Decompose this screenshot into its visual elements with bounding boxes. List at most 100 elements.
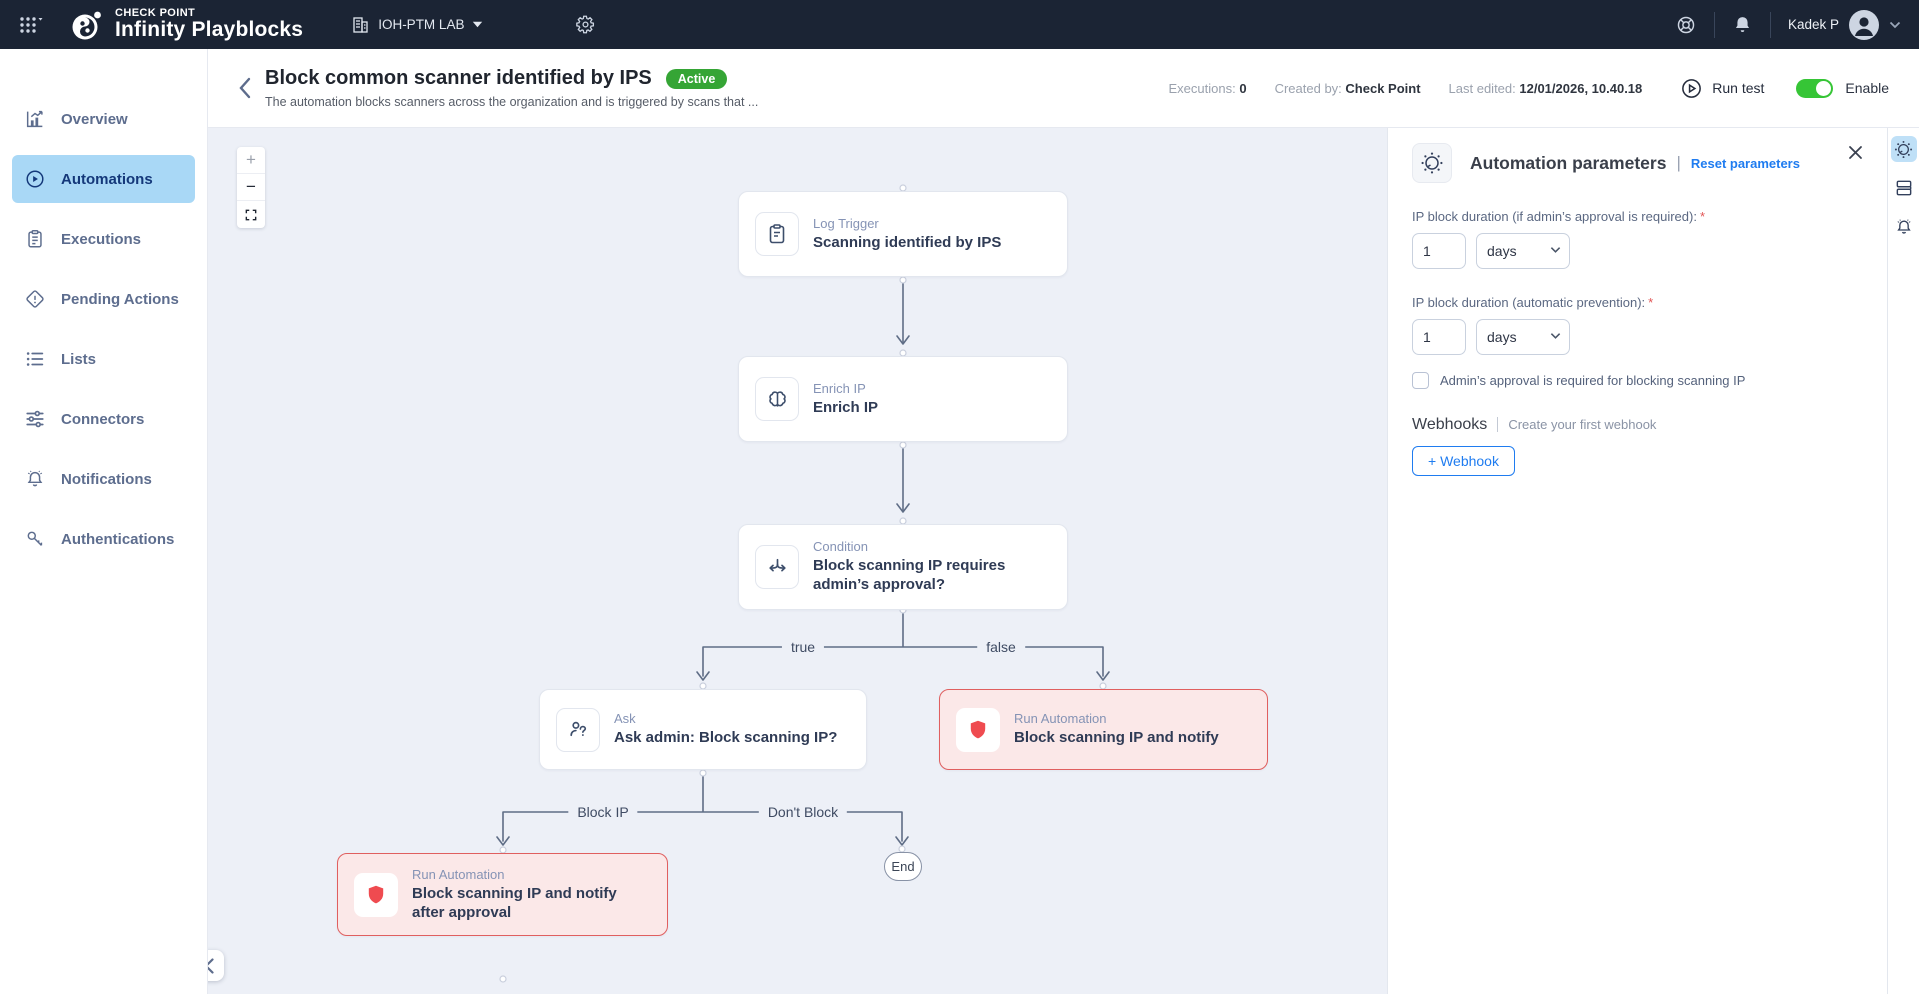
topbar: CHECK POINT Infinity Playblocks IOH-PTM … (0, 0, 1919, 49)
webhooks-hint: Create your first webhook (1497, 417, 1656, 432)
apps-grid-button[interactable] (18, 15, 44, 35)
flow-canvas[interactable]: + − (208, 128, 1387, 994)
sidebar-item-authentications[interactable]: Authentications (12, 515, 195, 563)
user-chevron-down-icon (1889, 21, 1901, 29)
clipboard-icon (765, 222, 789, 246)
play-icon (1680, 77, 1703, 100)
zoom-out-button[interactable]: − (237, 174, 265, 201)
node-type-label: Condition (813, 539, 1051, 554)
status-badge: Active (666, 69, 728, 89)
node-type-label: Enrich IP (813, 381, 878, 396)
node-log-trigger[interactable]: Log Trigger Scanning identified by IPS (738, 191, 1068, 277)
key-icon (24, 528, 46, 550)
add-webhook-button[interactable]: + Webhook (1412, 446, 1515, 476)
field-label-approval-duration: IP block duration (if admin’s approval i… (1412, 209, 1863, 224)
sidebar-item-pending-actions[interactable]: Pending Actions (12, 275, 195, 323)
user-name: Kadek P (1788, 17, 1839, 32)
bell-icon (1732, 14, 1753, 35)
building-icon (351, 15, 370, 34)
node-enrich-ip[interactable]: Enrich IP Enrich IP (738, 356, 1068, 442)
page-header: Block common scanner identified by IPS A… (208, 49, 1919, 128)
required-mark: * (1700, 209, 1705, 224)
executions-stat: Executions: 0 (1169, 81, 1247, 96)
branch-icon (765, 555, 790, 580)
last-edited-stat: Last edited: 12/01/2026, 10.40.18 (1449, 81, 1643, 96)
run-test-button[interactable]: Run test (1680, 77, 1764, 100)
close-panel-button[interactable] (1848, 145, 1863, 160)
person-question-icon (566, 717, 591, 742)
sidebar-item-overview[interactable]: Overview (12, 95, 195, 143)
automation-parameters-panel: Automation parameters | Reset parameters… (1387, 128, 1887, 994)
node-title: Block scanning IP requires admin’s appro… (813, 557, 1051, 595)
global-settings-button[interactable] (575, 14, 596, 35)
collapse-sidebar-button[interactable] (208, 950, 224, 981)
node-title: Block scanning IP and notify (1014, 729, 1219, 748)
stages-tab[interactable] (1891, 175, 1917, 201)
sidebar-item-executions[interactable]: Executions (12, 215, 195, 263)
webhooks-title: Webhooks (1412, 416, 1487, 434)
enable-label: Enable (1845, 80, 1889, 96)
close-icon (1848, 145, 1863, 160)
node-ask[interactable]: Ask Ask admin: Block scanning IP? (539, 689, 867, 770)
edge-label-dont-block: Don't Block (759, 804, 847, 820)
node-run-automation-after-approval[interactable]: Run Automation Block scanning IP and not… (337, 853, 668, 936)
shield-icon (364, 883, 388, 907)
duration-approval-unit-select[interactable]: days (1476, 233, 1570, 269)
node-title: Block scanning IP and notify after appro… (412, 885, 651, 923)
layout-stages-icon (1894, 178, 1914, 198)
user-menu[interactable]: Kadek P (1788, 10, 1901, 40)
enable-toggle[interactable] (1796, 79, 1833, 98)
chevron-left-icon (208, 958, 214, 974)
node-title: Scanning identified by IPS (813, 234, 1001, 253)
parameters-icon (1419, 150, 1445, 176)
play-circle-icon (24, 168, 46, 190)
right-toolbar (1887, 128, 1919, 994)
bell-ring-icon (24, 468, 46, 490)
sidebar-item-connectors[interactable]: Connectors (12, 395, 195, 443)
tenant-selector[interactable]: IOH-PTM LAB (351, 15, 483, 34)
back-button[interactable] (238, 77, 251, 99)
node-type-label: Run Automation (412, 867, 651, 882)
node-type-label: Ask (614, 711, 837, 726)
node-title: Enrich IP (813, 399, 878, 418)
diamond-alert-icon (24, 288, 46, 310)
chart-icon (24, 108, 46, 130)
lifebuoy-icon (1675, 14, 1697, 36)
help-button[interactable] (1675, 14, 1697, 36)
reset-parameters-link[interactable]: Reset parameters (1691, 156, 1800, 171)
notifications-button[interactable] (1732, 14, 1753, 35)
parameters-icon (1893, 139, 1914, 160)
panel-title: Automation parameters (1470, 153, 1666, 174)
page-title: Block common scanner identified by IPS (265, 67, 652, 90)
sidebar-item-lists[interactable]: Lists (12, 335, 195, 383)
gear-icon (575, 14, 596, 35)
zoom-controls: + − (237, 147, 265, 228)
sidebar-item-automations[interactable]: Automations (12, 155, 195, 203)
duration-auto-input[interactable] (1412, 319, 1466, 355)
admin-approval-checkbox-label: Admin’s approval is required for blockin… (1440, 373, 1745, 388)
admin-approval-checkbox[interactable] (1412, 372, 1429, 389)
duration-auto-unit-select[interactable]: days (1476, 319, 1570, 355)
bell-ring-icon (1894, 217, 1914, 237)
node-type-label: Run Automation (1014, 711, 1219, 726)
edge-label-block-ip: Block IP (568, 804, 637, 820)
duration-approval-input[interactable] (1412, 233, 1466, 269)
parameters-tab[interactable] (1891, 136, 1917, 162)
brain-icon (765, 387, 790, 412)
node-run-automation-notify[interactable]: Run Automation Block scanning IP and not… (939, 689, 1268, 770)
tenant-label: IOH-PTM LAB (378, 17, 464, 32)
end-node[interactable]: End (884, 852, 922, 881)
chevron-left-icon (238, 77, 251, 99)
apps-grid-icon (18, 15, 44, 35)
chevron-down-icon (472, 21, 483, 28)
sidebar-item-notifications[interactable]: Notifications (12, 455, 195, 503)
page-description: The automation blocks scanners across th… (265, 95, 758, 109)
zoom-in-button[interactable]: + (237, 147, 265, 174)
node-condition[interactable]: Condition Block scanning IP requires adm… (738, 524, 1068, 610)
field-label-auto-duration: IP block duration (automatic prevention)… (1412, 295, 1863, 310)
shield-icon (966, 718, 990, 742)
fullscreen-button[interactable] (237, 201, 265, 228)
alerts-tab[interactable] (1891, 214, 1917, 240)
clipboard-icon (24, 228, 46, 250)
